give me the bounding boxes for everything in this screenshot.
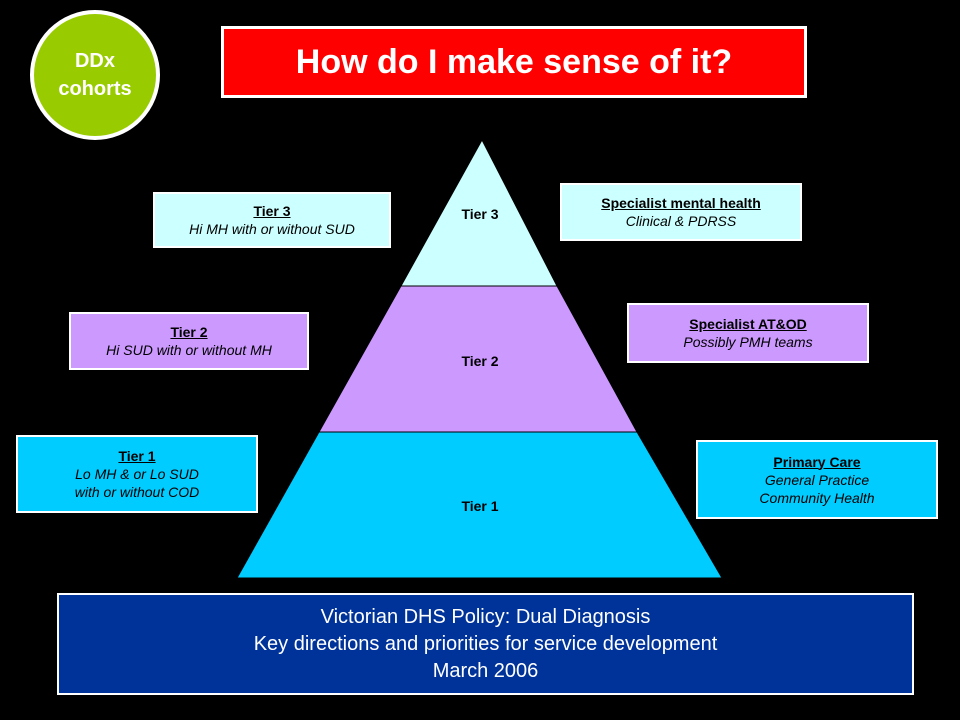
footer-line-2: Key directions and priorities for servic… [253, 632, 718, 655]
left-box-tier-3: Tier 3 Hi MH with or without SUD [153, 192, 391, 248]
right-box-primary-care-heading: Primary Care [773, 453, 861, 470]
right-box-primary-care-line-2: Community Health [759, 489, 875, 506]
left-box-tier-2-line-1: Hi SUD with or without MH [106, 342, 272, 358]
left-box-tier-1-line-1: Lo MH & or Lo SUD [75, 466, 199, 482]
right-box-specialist-mental-health: Specialist mental health Clinical & PDRS… [560, 183, 802, 241]
left-box-tier-3-heading: Tier 3 [253, 203, 291, 219]
footer-line-3: March 2006 [432, 659, 539, 682]
badge-line-2: cohorts [58, 78, 132, 100]
left-box-tier-1-heading: Tier 1 [118, 448, 156, 464]
footer-line-1: Victorian DHS Policy: Dual Diagnosis [320, 605, 651, 628]
pyramid-tier-2-label: Tier 2 [461, 353, 499, 369]
pyramid-tier-1-label: Tier 1 [461, 498, 499, 514]
left-box-tier-2-heading: Tier 2 [170, 324, 208, 340]
badge-line-1: DDx [74, 50, 115, 72]
left-box-tier-1-line-2: with or without COD [74, 484, 200, 500]
right-box-primary-care: Primary Care General Practice Community … [696, 440, 938, 519]
right-box-specialist-atod-line-1: Possibly PMH teams [683, 334, 813, 350]
ddx-cohorts-badge: DDx cohorts [30, 10, 160, 140]
pyramid-tier-3-label: Tier 3 [461, 206, 499, 222]
right-box-primary-care-line-1: General Practice [764, 471, 870, 488]
right-box-specialist-mh-line-1: Clinical & PDRSS [625, 213, 737, 229]
policy-footer: Victorian DHS Policy: Dual Diagnosis Key… [57, 593, 914, 695]
left-box-tier-2: Tier 2 Hi SUD with or without MH [69, 312, 309, 370]
left-box-tier-3-line-1: Hi MH with or without SUD [189, 221, 355, 237]
pyramid-tier-1-segment [236, 431, 723, 579]
right-box-specialist-atod-heading: Specialist AT&OD [689, 316, 807, 332]
left-box-tier-1: Tier 1 Lo MH & or Lo SUD with or without… [16, 435, 258, 513]
slide-title: How do I make sense of it? [221, 26, 807, 98]
right-box-specialist-mh-heading: Specialist mental health [601, 195, 761, 211]
right-box-specialist-atod: Specialist AT&OD Possibly PMH teams [627, 303, 869, 363]
